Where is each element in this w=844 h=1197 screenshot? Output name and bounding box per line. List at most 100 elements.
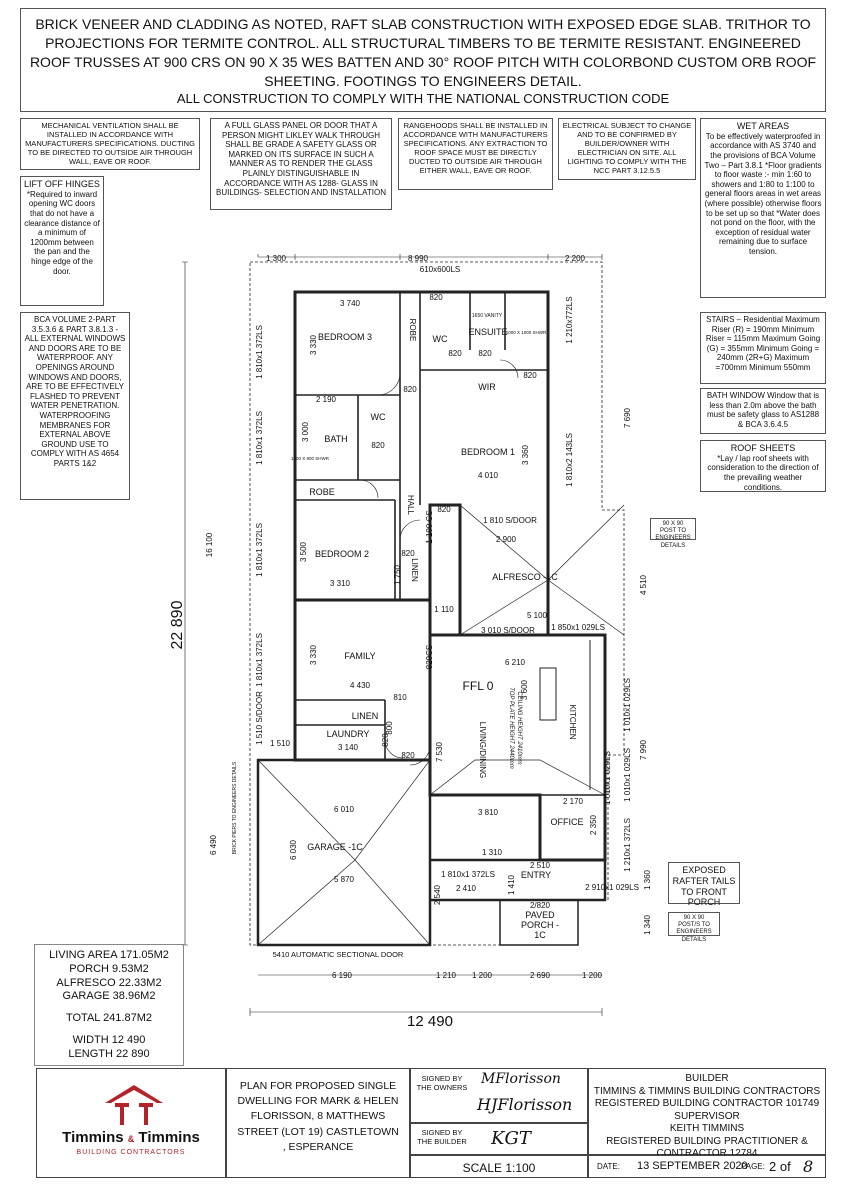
page-total: 8 xyxy=(803,1157,814,1176)
door-swings xyxy=(359,359,519,766)
bottom-dim-1200-a: 1 200 xyxy=(472,971,493,980)
dim-7990: 7 990 xyxy=(639,739,648,760)
dim-8990: 8 990 xyxy=(408,254,429,263)
shower-label-2: 1000 X 900 SHWR xyxy=(291,456,330,461)
dim-4430: 4 430 xyxy=(350,681,371,690)
roof-outline xyxy=(249,261,625,946)
roof-sheets-body: *Lay / lap roof sheets with consideratio… xyxy=(707,453,819,492)
rangehood-note: RANGEHOODS SHALL BE INSTALLED IN ACCORDA… xyxy=(398,118,553,190)
dim-6490: 6 490 xyxy=(209,834,218,855)
dim-16100: 16 100 xyxy=(205,532,214,557)
dim-3330-a: 3 330 xyxy=(309,334,318,355)
date-page-panel: DATE: 13 SEPTEMBER 2020 PAGE: 2 of 8 xyxy=(588,1155,826,1178)
electrical-note: ELECTRICAL SUBJECT TO CHANGE AND TO BE C… xyxy=(558,118,696,180)
overall-length: LENGTH 22 890 xyxy=(68,1047,150,1060)
porch-label-3: 1C xyxy=(534,930,546,940)
dim-2200: 2 200 xyxy=(565,254,586,263)
dim-6030: 6 030 xyxy=(289,839,298,860)
dim-3000: 3 000 xyxy=(301,421,310,442)
plan-description-panel: PLAN FOR PROPOSED SINGLE DWELLING FOR MA… xyxy=(226,1068,410,1178)
living-roof-lines xyxy=(429,759,606,796)
shower-label: 1000 X 1000 SHWR xyxy=(506,330,547,335)
room-office: OFFICE xyxy=(551,817,584,827)
dim-6210: 6 210 xyxy=(505,658,526,667)
post-note-1: 90 X 90 POST TO ENGINEERS DETAILS xyxy=(650,518,696,549)
dim-1810x1372-d: 1 810x1 372LS xyxy=(255,633,264,687)
dim-7690: 7 690 xyxy=(623,407,632,428)
dim-1210x1372: 1 210x1 372LS xyxy=(623,818,632,872)
dim-1810x2143: 1 810x2 143LS xyxy=(565,433,574,487)
dim-820-i: 820 xyxy=(429,293,443,302)
dim-7530: 7 530 xyxy=(435,741,444,762)
dim-2900: 2 900 xyxy=(496,535,517,544)
dim-1210x772: 1 210x772LS xyxy=(565,296,574,343)
kitchen-island xyxy=(539,667,557,721)
owners-signature-panel: SIGNED BY THE OWNERS MFlorisson HJFloris… xyxy=(410,1068,588,1123)
dim-1100cs: 1 100 CS xyxy=(425,510,434,543)
dim-820cs: 820CS xyxy=(425,645,434,669)
roof-sheets-title: ROOF SHEETS xyxy=(730,443,796,453)
top-dimension-line xyxy=(257,254,603,260)
dim-2510: 2 510 xyxy=(530,861,551,870)
page-number: 2 of xyxy=(769,1159,791,1174)
dim-820-f: 820 xyxy=(401,549,415,558)
dim-3330-b: 3 330 xyxy=(309,644,318,665)
wall-block-family xyxy=(293,598,432,762)
dim-820-a: 820 xyxy=(448,349,462,358)
dim-1340: 1 340 xyxy=(643,914,652,935)
lift-off-hinges-body: *Required to inward opening WC doors tha… xyxy=(24,189,100,276)
dim-2410: 2 410 xyxy=(456,884,477,893)
dim-1410: 1 410 xyxy=(507,874,516,895)
dim-1300: 1 300 xyxy=(266,254,287,263)
dim-1110: 1 110 xyxy=(434,605,454,614)
dim-800: 800 xyxy=(385,721,394,735)
stairs-note: STAIRS – Residential Maximum Riser (R) =… xyxy=(700,312,826,384)
dim-3500: 3 500 xyxy=(299,541,308,562)
dim-3010-sdoor: 3 010 S/DOOR xyxy=(481,626,535,635)
overall-width: WIDTH 12 490 xyxy=(72,1033,146,1046)
dim-2190: 2 190 xyxy=(316,395,337,404)
vanity-label: 1650 VANITY xyxy=(472,313,503,319)
dim-1810x1372-c: 1 810x1 372LS xyxy=(255,523,264,577)
dim-3310: 3 310 xyxy=(330,579,351,588)
dim-1010x1029-c: 1 010x1 029LS xyxy=(603,751,612,805)
company-name-1: Timmins xyxy=(62,1129,124,1146)
dim-2910x1029: 2 910x1 029LS xyxy=(585,883,639,892)
width-dimension-line xyxy=(249,1008,603,1016)
ffl-label: FFL 0 xyxy=(463,679,494,693)
dim-1010x1029-a: 1 010x1 029LS xyxy=(623,678,632,732)
dim-4510: 4 510 xyxy=(639,574,648,595)
rafter-tails-note: EXPOSED RAFTER TAILS TO FRONT PORCH xyxy=(668,862,740,907)
company-name-2: Timmins xyxy=(138,1129,200,1146)
room-laundry: LAUNDRY xyxy=(327,729,370,739)
bca-waterproof-note: BCA VOLUME 2-PART 3.5.3.6 & PART 3.8.1.3… xyxy=(20,312,130,500)
room-alfresco: ALFRESCO -1C xyxy=(492,572,558,582)
dim-1360: 1 360 xyxy=(643,869,652,890)
plan-description: PLAN FOR PROPOSED SINGLE DWELLING FOR MA… xyxy=(237,1080,399,1153)
mech-vent-note: MECHANICAL VENTILATION SHALL BE INSTALLE… xyxy=(20,118,200,170)
bottom-dim-1200-b: 1 200 xyxy=(582,971,603,980)
wet-areas-note: WET AREAS To be effectively waterproofed… xyxy=(700,118,826,298)
supervisor-registration: REGISTERED BUILDING PRACTITIONER & CONTR… xyxy=(606,1135,808,1160)
room-bath: BATH xyxy=(324,434,347,444)
bottom-dim-6190: 6 190 xyxy=(332,971,353,980)
wall-garage xyxy=(256,758,432,947)
room-linen-1: LINEN xyxy=(410,558,419,582)
wall-block-bedrooms xyxy=(293,290,550,637)
room-robe-1: ROBE xyxy=(408,319,417,342)
porch-label-1: PAVED xyxy=(525,910,555,920)
room-bedroom-3: BEDROOM 3 xyxy=(318,332,372,342)
garage-roof-lines xyxy=(257,759,431,946)
dim-3810: 3 810 xyxy=(478,808,499,817)
room-wc-1: WC xyxy=(433,334,448,344)
garage-door-label: 5410 AUTOMATIC SECTIONAL DOOR xyxy=(273,950,404,959)
dim-1310: 1 310 xyxy=(482,848,503,857)
dim-4010: 4 010 xyxy=(478,471,499,480)
interior-walls xyxy=(295,292,605,860)
post-note-2: 90 X 90 POST/S TO ENGINEERS DETAILS xyxy=(668,912,720,943)
dim-3600: 3 600 xyxy=(520,679,529,700)
room-wir: WIR xyxy=(478,382,496,392)
area-living: LIVING AREA 171.05m2 xyxy=(49,949,169,961)
wet-areas-body: To be effectively waterproofed in accord… xyxy=(704,131,822,256)
room-family: FAMILY xyxy=(344,651,375,661)
